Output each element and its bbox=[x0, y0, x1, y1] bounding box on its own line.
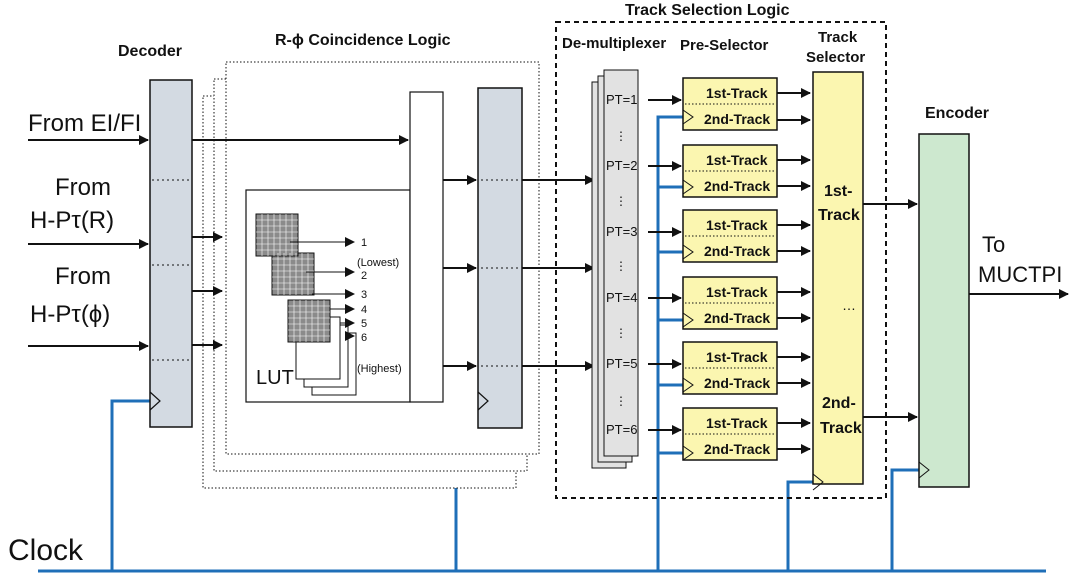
preselector-4-first: 1st-Track bbox=[706, 284, 768, 300]
clock-label: Clock bbox=[8, 534, 84, 567]
input-phi-label-1: From bbox=[55, 263, 111, 290]
preselector-group-1 bbox=[682, 77, 778, 131]
track-selector-dots: … bbox=[842, 297, 856, 313]
preselector-group-4 bbox=[682, 276, 778, 330]
input-r-label-2: H-Pτ(R) bbox=[30, 207, 114, 234]
track-selection-title: Track Selection Logic bbox=[625, 2, 790, 19]
preselector-output-arrows bbox=[777, 88, 811, 454]
register-clock-triangle bbox=[477, 391, 489, 411]
preselector-1-first: 1st-Track bbox=[706, 85, 768, 101]
lut-level-2: 2 bbox=[361, 270, 367, 282]
pt-label-6: PT=6 bbox=[606, 422, 637, 437]
lut-label: LUT bbox=[256, 367, 294, 389]
coincidence-title: R-ϕ Coincidence Logic bbox=[275, 32, 451, 49]
preselector-2-second: 2nd-Track bbox=[704, 178, 770, 194]
pt-label-4: PT=4 bbox=[606, 290, 637, 305]
lut-level-lowest: (Lowest) bbox=[357, 257, 399, 269]
encoder-block bbox=[918, 133, 970, 488]
track-selector-title-2: Selector bbox=[806, 49, 865, 66]
decoder-block bbox=[149, 79, 193, 428]
lut-level-arrows bbox=[290, 237, 355, 341]
coincidence-column bbox=[409, 91, 444, 403]
track-selector-second-2: Track bbox=[820, 420, 862, 437]
lut-level-6: 6 bbox=[361, 332, 367, 344]
coincidence-register bbox=[477, 87, 523, 429]
track-selector-title-1: Track bbox=[818, 29, 858, 46]
output-label-1: To bbox=[982, 232, 1005, 257]
track-selection-boundary bbox=[555, 21, 887, 499]
clock-network bbox=[38, 115, 1046, 573]
lut-level-4: 4 bbox=[361, 304, 367, 316]
pt-label-5: PT=5 bbox=[606, 356, 637, 371]
preselector-5-first: 1st-Track bbox=[706, 349, 768, 365]
demux-dots: ⋮ bbox=[615, 259, 627, 273]
lut-level-highest: (Highest) bbox=[357, 363, 402, 375]
lut-grid bbox=[256, 214, 330, 342]
demux-output-arrows bbox=[648, 95, 682, 435]
input-eifi-label: From EI/FI bbox=[28, 110, 141, 137]
demux-dots: ⋮ bbox=[615, 394, 627, 408]
preselector-6-second: 2nd-Track bbox=[704, 441, 770, 457]
lut-level-5: 5 bbox=[361, 318, 367, 330]
track-selector-second-1: 2nd- bbox=[822, 395, 856, 412]
demux-title: De-multiplexer bbox=[562, 35, 666, 52]
preselector-4-second: 2nd-Track bbox=[704, 310, 770, 326]
input-phi-label-2: H-Pτ(ϕ) bbox=[30, 301, 110, 328]
decoder-title: Decoder bbox=[118, 43, 182, 60]
track-selector-clock-triangle bbox=[812, 473, 824, 491]
track-selector-block bbox=[812, 71, 864, 485]
encoder-clock-triangle bbox=[918, 461, 930, 479]
encoder-title: Encoder bbox=[925, 105, 989, 122]
lut-matrices bbox=[255, 213, 357, 396]
output-label-2: MUCTPI bbox=[978, 262, 1062, 287]
preselector-3-second: 2nd-Track bbox=[704, 243, 770, 259]
track-selector-first-2: Track bbox=[818, 207, 860, 224]
demux-dots: ⋮ bbox=[615, 129, 627, 143]
input-r-label-1: From bbox=[55, 174, 111, 201]
track-selector-first-1: 1st- bbox=[824, 183, 852, 200]
pt-label-2: PT=2 bbox=[606, 158, 637, 173]
preselector-6-first: 1st-Track bbox=[706, 415, 768, 431]
decoder-clock-triangle bbox=[149, 391, 161, 411]
lut-level-1: 1 bbox=[361, 237, 367, 249]
pt-label-1: PT=1 bbox=[606, 92, 637, 107]
preselector-group-2 bbox=[682, 144, 778, 198]
preselector-group-3 bbox=[682, 209, 778, 263]
preselector-group-6 bbox=[682, 407, 778, 461]
preselector-1-second: 2nd-Track bbox=[704, 111, 770, 127]
preselector-title: Pre-Selector bbox=[680, 37, 769, 54]
preselector-5-second: 2nd-Track bbox=[704, 375, 770, 391]
lut-level-3: 3 bbox=[361, 289, 367, 301]
preselector-group-5 bbox=[682, 341, 778, 395]
pt-label-3: PT=3 bbox=[606, 224, 637, 239]
preselector-3-first: 1st-Track bbox=[706, 217, 768, 233]
demux-block bbox=[603, 69, 639, 457]
preselector-2-first: 1st-Track bbox=[706, 152, 768, 168]
demux-dots: ⋮ bbox=[615, 194, 627, 208]
demux-dots: ⋮ bbox=[615, 326, 627, 340]
